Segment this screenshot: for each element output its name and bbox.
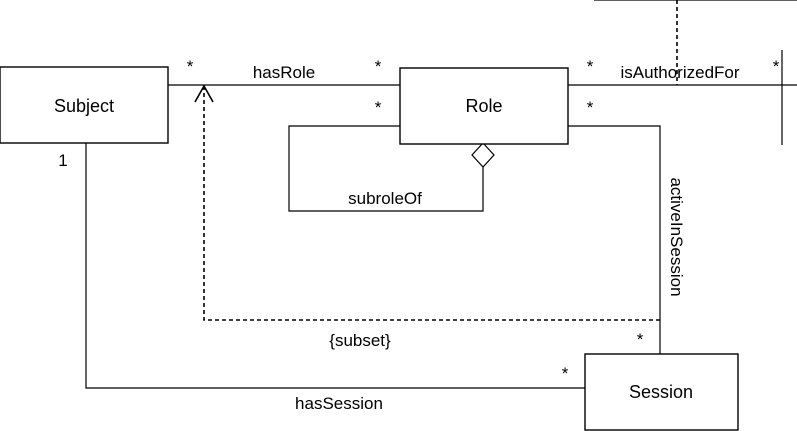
multiplicity-subject-hasrole: * <box>187 57 194 76</box>
hassession-line <box>85 143 585 389</box>
subset-constraint-label: {subset} <box>329 331 391 350</box>
subroleof-line <box>288 125 484 212</box>
session-class-box <box>584 353 739 431</box>
hassession-label: hasSession <box>295 394 383 413</box>
isauthorizedfor-label: isAuthorizedFor <box>620 63 739 82</box>
session-class-name: Session <box>629 382 693 402</box>
role-class-name: Role <box>465 96 502 116</box>
multiplicity-session-hassession: * <box>562 364 569 383</box>
role-class-box <box>399 67 569 145</box>
activeinsession-label: activeInSession <box>667 177 686 296</box>
multiplicity-session-active: * <box>637 330 644 349</box>
open-arrowhead-icon <box>194 84 214 103</box>
subject-class[interactable]: Subject <box>0 66 169 144</box>
subject-class-box <box>0 66 169 144</box>
subroleof-label: subroleOf <box>348 189 422 208</box>
activeinsession-line <box>568 125 661 354</box>
multiplicity-subject-session: 1 <box>58 151 67 170</box>
multiplicity-role-active: * <box>587 98 594 117</box>
hasrole-label: hasRole <box>253 63 315 82</box>
subject-class-name: Subject <box>54 96 114 116</box>
aggregation-diamond-icon <box>471 142 495 168</box>
session-class[interactable]: Session <box>584 353 739 431</box>
subset-dependency-line <box>203 88 660 321</box>
multiplicity-role-authorized: * <box>587 57 594 76</box>
multiplicity-role-subrole: * <box>375 98 382 117</box>
role-class[interactable]: Role <box>399 67 569 145</box>
multiplicity-target-authorized: * <box>773 57 780 76</box>
multiplicity-role-hasrole: * <box>375 57 382 76</box>
